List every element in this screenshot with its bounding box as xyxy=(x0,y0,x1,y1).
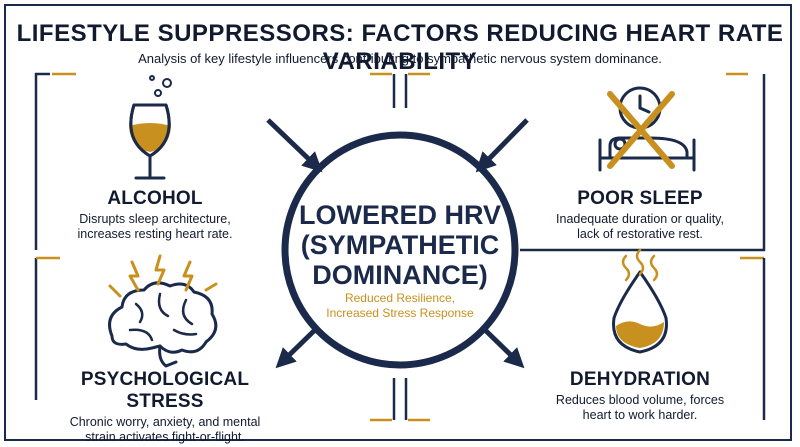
center-title-line-1: LOWERED HRV xyxy=(298,200,501,230)
arrow-center-to-stress xyxy=(275,325,320,369)
factor-psych-stress-heading: PSYCHOLOGICAL STRESS xyxy=(80,369,250,412)
center-title: LOWERED HRV (SYMPATHETIC DOMINANCE) xyxy=(290,200,510,290)
factor-alcohol-desc-line-1: Disrupts sleep architecture, xyxy=(79,212,231,226)
factor-psych-stress: PSYCHOLOGICAL STRESS Chronic worry, anxi… xyxy=(40,369,290,445)
factor-dehydration: DEHYDRATION Reduces blood volume, forces… xyxy=(535,369,745,423)
bracket-alcohol xyxy=(34,72,396,250)
center-subtitle-line-1: Reduced Resilience, xyxy=(344,291,456,305)
factor-poor-sleep-desc-line-1: Inadequate duration or quality, xyxy=(556,212,724,226)
center-title-line-3: DOMINANCE) xyxy=(312,260,488,290)
center-title-line-2: (SYMPATHETIC xyxy=(300,230,500,260)
center-subtitle: Reduced Resilience, Increased Stress Res… xyxy=(300,291,500,321)
factor-alcohol-desc-line-2: increases resting heart rate. xyxy=(77,227,233,241)
page-subtitle: Analysis of key lifestyle influencers co… xyxy=(138,51,662,66)
factor-dehydration-desc-line-2: heart to work harder. xyxy=(582,408,698,422)
bracket-poor-sleep xyxy=(404,72,766,252)
bracket-dehydration xyxy=(404,256,766,422)
factor-dehydration-desc-line-1: Reduces blood volume, forces xyxy=(555,393,725,407)
factor-poor-sleep-desc-line-2: lack of restorative rest. xyxy=(577,227,703,241)
bracket-psych-stress xyxy=(34,256,396,422)
brain-lightning-icon xyxy=(108,254,218,368)
arrow-sleep-to-center xyxy=(475,118,529,173)
factor-alcohol-heading: ALCOHOL xyxy=(107,188,203,209)
water-drop-heat-icon xyxy=(612,248,668,354)
wine-glass-icon xyxy=(129,75,172,180)
page-title: LIFESTYLE SUPPRESSORS: FACTORS REDUCING … xyxy=(16,20,784,75)
arrow-center-to-dehydration xyxy=(480,325,525,369)
factor-alcohol: ALCOHOL Disrupts sleep architecture, inc… xyxy=(60,188,250,242)
factor-psych-stress-desc-line-1: Chronic worry, anxiety, and mental xyxy=(69,415,261,429)
factor-poor-sleep: POOR SLEEP Inadequate duration or qualit… xyxy=(540,188,740,242)
bed-clock-crossed-icon xyxy=(598,86,696,172)
factor-poor-sleep-heading: POOR SLEEP xyxy=(577,188,703,209)
center-subtitle-line-2: Increased Stress Response xyxy=(326,306,474,320)
arrow-alcohol-to-center xyxy=(266,118,323,173)
factor-dehydration-heading: DEHYDRATION xyxy=(569,369,711,390)
center-ring xyxy=(281,131,519,369)
factor-psych-stress-desc-line-2: strain activates fight-or-flight. xyxy=(85,430,245,444)
